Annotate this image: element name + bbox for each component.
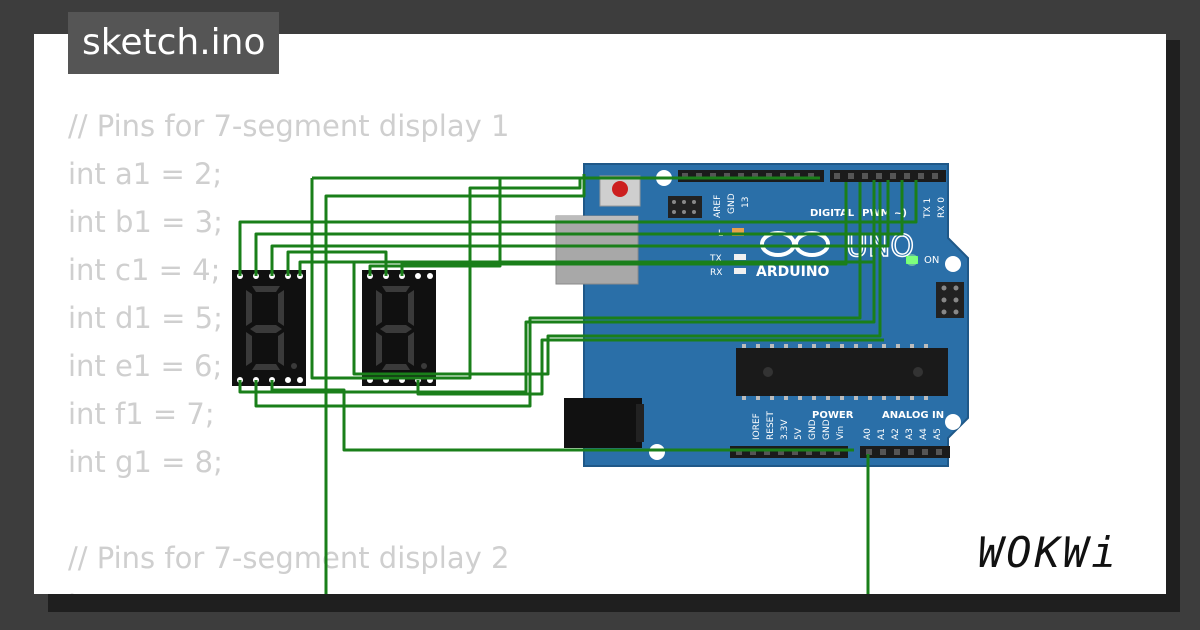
code-line: int g1 = 8; [68, 445, 223, 479]
mount-hole [649, 444, 665, 460]
power-jack [564, 398, 642, 448]
code-line: int e1 = 6; [68, 349, 223, 383]
arduino-brand: ARDUINO [756, 264, 830, 280]
led-l [732, 228, 744, 236]
code-listing: // Pins for 7-segment display 1 int a1 = … [68, 102, 509, 594]
analog-label: ANALOG IN [882, 410, 944, 421]
led-tx [734, 254, 746, 260]
code-line: // Pins for 7-segment display 1 [68, 109, 510, 143]
display-2-segments [376, 286, 427, 370]
wires [238, 174, 918, 600]
rx-label: RX [710, 268, 722, 278]
wire[interactable] [238, 182, 876, 394]
pin-label-rx0: RX 0 [937, 197, 947, 218]
power-label: POWER [812, 410, 854, 421]
code-line: int a1 = 2; [68, 157, 223, 191]
usb-connector [555, 215, 639, 285]
power-header[interactable] [730, 446, 848, 458]
wire[interactable] [400, 182, 848, 276]
pin-label-5v: 5V [794, 427, 804, 440]
pin-label-gnd: GND [727, 193, 737, 214]
code-line: int c1 = 4; [68, 253, 221, 287]
pin-label-3v3: 3.3V [780, 419, 790, 440]
seven-segment-display-1[interactable] [232, 270, 306, 386]
pin-label-reset: RESET [766, 411, 776, 440]
pin-label-a2: A2 [891, 428, 901, 440]
wire[interactable] [254, 180, 904, 276]
pin-label-gnd2: GND [822, 419, 832, 440]
pin-label-ioref: IOREF [752, 413, 762, 440]
pin-label-a4: A4 [919, 428, 929, 440]
pin-label-gnd1: GND [808, 419, 818, 440]
wokwi-logo: WOKWi [978, 528, 1120, 577]
file-tab[interactable]: sketch.ino [68, 12, 280, 74]
pin-label-tx1: TX 1 [923, 198, 933, 219]
code-line: int d1 = 5; [68, 301, 223, 335]
icsp-header-1 [668, 196, 702, 218]
led-rx [734, 268, 746, 274]
icsp-header-2 [936, 282, 964, 318]
digital-header-right[interactable] [830, 170, 946, 182]
wire[interactable] [238, 180, 918, 276]
pin-label-13: 13 [741, 197, 751, 208]
wire[interactable] [324, 174, 586, 600]
display-1-segments [246, 286, 297, 370]
wire[interactable] [270, 380, 854, 452]
pin-label-a3: A3 [905, 428, 915, 440]
mount-hole [945, 414, 961, 430]
reset-button[interactable] [612, 181, 628, 197]
wire[interactable] [416, 338, 884, 396]
wire[interactable] [254, 182, 862, 408]
mount-hole [945, 256, 961, 272]
arduino-uno-board[interactable]: DIGITAL (PWM ~) AREF GND 13 TX 1 RX 0 L … [555, 163, 969, 467]
wire[interactable] [352, 182, 882, 376]
code-line: int b1 = 3; [68, 205, 223, 239]
code-line: int f1 = 7; [68, 397, 215, 431]
wire[interactable] [270, 180, 890, 276]
seven-segment-display-2[interactable] [362, 270, 436, 386]
pin-label-a1: A1 [877, 428, 887, 440]
pin-label-a0: A0 [863, 428, 873, 440]
pin-label-a5: A5 [933, 428, 943, 440]
code-line: // Pins for 7-segment display 2 [68, 541, 510, 575]
pin-label-vin: Vin [836, 426, 846, 440]
tx-label: TX [709, 254, 722, 264]
digital-label: DIGITAL (PWM ~) [810, 208, 907, 219]
wire[interactable] [286, 250, 388, 276]
pin-label-aref: AREF [713, 195, 723, 218]
on-label: ON [924, 255, 939, 266]
code-line: int a2 = 9; [68, 582, 509, 594]
